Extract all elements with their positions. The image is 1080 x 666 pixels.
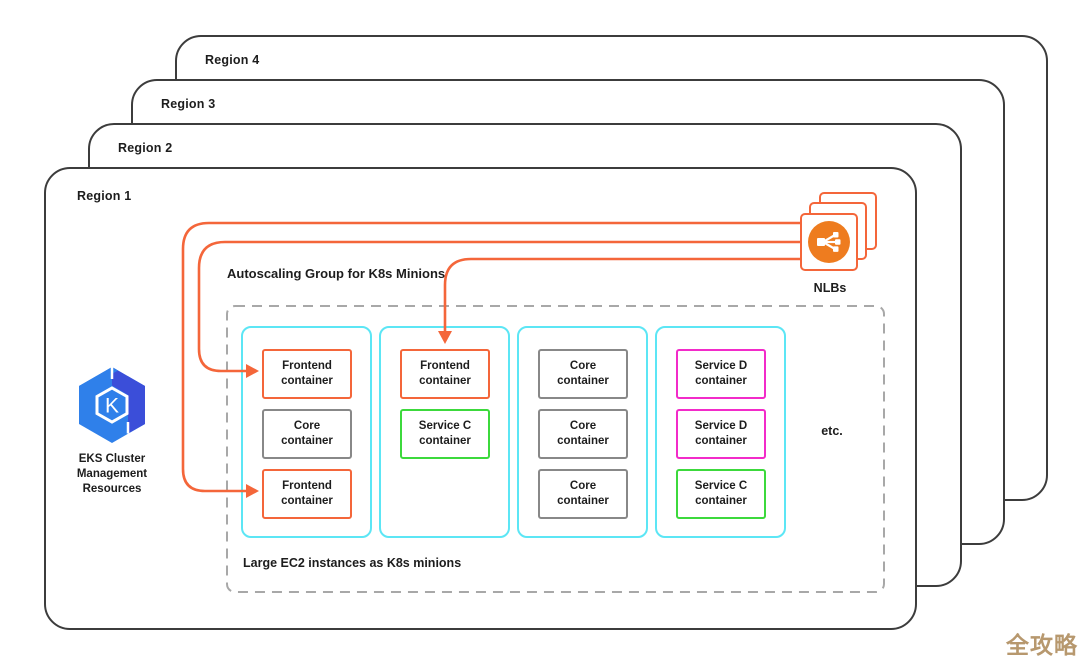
container-frontend: Frontend container: [262, 349, 352, 399]
container-label-line2: container: [281, 435, 333, 447]
container-service-d: Service D container: [676, 409, 766, 459]
eks-label-line2: Management: [76, 467, 148, 480]
container-core: Core container: [538, 349, 628, 399]
eks-hexagon-icon: K: [79, 367, 145, 443]
nlb-label: NLBs: [813, 281, 847, 295]
container-label-line1: Frontend: [420, 360, 470, 373]
load-balancer-glyph: [817, 232, 841, 252]
container-service-c: Service C container: [676, 469, 766, 519]
container-label-line1: Frontend: [282, 360, 332, 373]
container-label-line2: container: [281, 495, 333, 507]
etc-label: etc.: [821, 424, 843, 438]
container-label-line1: Service C: [694, 480, 748, 493]
container-core: Core container: [538, 409, 628, 459]
container-label-line1: Service C: [418, 420, 472, 433]
container-label-line1: Core: [569, 480, 597, 493]
container-label-line1: Service D: [694, 420, 748, 433]
container-label-line2: container: [557, 435, 609, 447]
eks-cluster-label: EKS Cluster Management Resources: [44, 452, 180, 497]
container-label-line1: Core: [569, 360, 597, 373]
nlb-square-front: [800, 213, 858, 271]
container-label-line2: container: [695, 435, 747, 447]
container-label-line2: container: [419, 375, 471, 387]
container-label-line1: Core: [569, 420, 597, 433]
container-label-line2: container: [695, 495, 747, 507]
load-balancer-icon: [808, 221, 850, 263]
container-core: Core container: [538, 469, 628, 519]
container-label-line2: container: [557, 495, 609, 507]
container-frontend: Frontend container: [262, 469, 352, 519]
container-label-line2: container: [281, 375, 333, 387]
container-label-line2: container: [419, 435, 471, 447]
eks-label-line3: Resources: [82, 482, 142, 495]
container-service-d: Service D container: [676, 349, 766, 399]
watermark: 全攻略: [1006, 632, 1078, 658]
region-label: Region 3: [161, 97, 216, 111]
region-label: Region 1: [77, 189, 132, 203]
autoscaling-group-title: Autoscaling Group for K8s Minions: [227, 266, 446, 281]
eks-cluster-block: K EKS Cluster Management Resources: [44, 366, 180, 497]
ec2-instances-label: Large EC2 instances as K8s minions: [243, 556, 462, 570]
container-frontend: Frontend container: [400, 349, 490, 399]
nlb-icon-stack: [800, 192, 882, 276]
container-label-line1: Service D: [694, 360, 748, 373]
container-service-c: Service C container: [400, 409, 490, 459]
container-core: Core container: [262, 409, 352, 459]
container-label-line2: container: [557, 375, 609, 387]
container-label-line2: container: [695, 375, 747, 387]
region-label: Region 4: [205, 53, 260, 67]
container-label-line1: Core: [293, 420, 321, 433]
svg-text:K: K: [105, 395, 119, 418]
region-label: Region 2: [118, 141, 173, 155]
eks-label-line1: EKS Cluster: [78, 453, 146, 465]
container-label-line1: Frontend: [282, 480, 332, 493]
